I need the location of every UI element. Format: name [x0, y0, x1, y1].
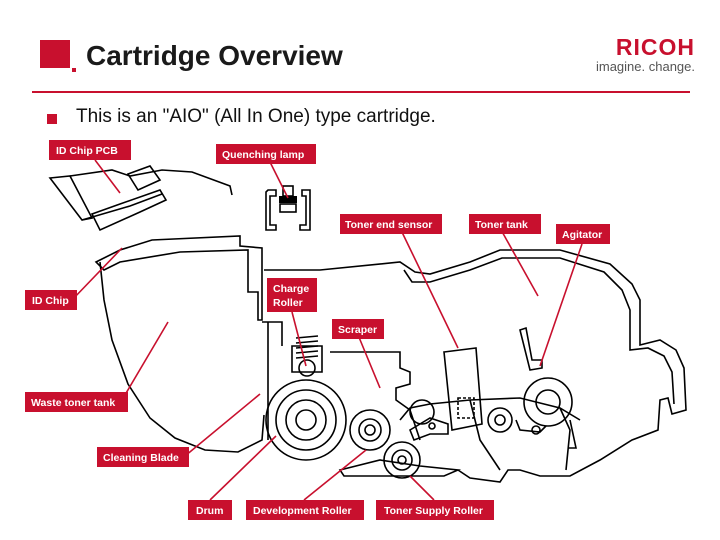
label-toner-tank: Toner tank [469, 214, 541, 234]
svg-text:Toner end sensor: Toner end sensor [345, 219, 432, 231]
label-quenching-lamp: Quenching lamp [216, 144, 316, 164]
label-charge-roller: Charge Roller [267, 278, 317, 312]
scraper-part [409, 399, 449, 442]
leader-id-chip [71, 247, 123, 301]
leader-cleaning-blade [184, 393, 261, 457]
bullet-text: This is an "AIO" (All In One) type cartr… [76, 106, 436, 127]
charge-roller-spring [291, 335, 323, 377]
svg-text:Toner tank: Toner tank [475, 219, 528, 231]
svg-text:ID Chip: ID Chip [32, 295, 69, 307]
title-accent-dot [72, 68, 76, 72]
label-waste-toner-tank: Waste toner tank [25, 392, 128, 412]
leader-toner-tank [499, 227, 539, 297]
label-id-chip-pcb: ID Chip PCB [49, 140, 131, 160]
logo-tagline: imagine. change. [595, 59, 695, 74]
svg-text:Development Roller: Development Roller [253, 505, 352, 517]
leader-scraper [355, 329, 381, 389]
development-roller-part [349, 409, 391, 451]
toner-end-sensor-part [443, 347, 513, 433]
leader-drum [209, 435, 277, 501]
leader-toner-supply-roller [409, 475, 435, 501]
leader-toner-end-sensor [399, 227, 459, 349]
svg-text:Charge: Charge [273, 283, 309, 295]
label-agitator: Agitator [556, 224, 610, 244]
bullet-square-icon [47, 114, 57, 124]
page-title: Cartridge Overview [86, 40, 343, 71]
leader-lines [71, 159, 583, 501]
label-id-chip: ID Chip [25, 290, 77, 310]
leader-id-chip-pcb [94, 159, 121, 194]
svg-text:Agitator: Agitator [562, 229, 602, 241]
leader-waste-toner-tank [121, 321, 169, 401]
drum-part [265, 379, 347, 461]
svg-text:Cleaning Blade: Cleaning Blade [103, 452, 179, 464]
leader-quenching-lamp [269, 161, 289, 199]
leader-agitator [539, 243, 583, 367]
label-cleaning-blade: Cleaning Blade [97, 447, 189, 467]
toner-supply-roller-part [383, 441, 421, 479]
svg-text:Scraper: Scraper [338, 324, 377, 336]
label-development-roller: Development Roller [246, 500, 364, 520]
svg-text:Roller: Roller [273, 297, 303, 309]
label-toner-end-sensor: Toner end sensor [340, 214, 442, 234]
svg-text:Quenching lamp: Quenching lamp [222, 149, 304, 161]
svg-text:Toner Supply Roller: Toner Supply Roller [384, 505, 483, 517]
quenching-lamp-part [265, 185, 311, 231]
id-chip-pcb-part [48, 165, 233, 232]
svg-text:Waste toner tank: Waste toner tank [31, 397, 115, 409]
svg-text:ID Chip PCB: ID Chip PCB [56, 145, 118, 157]
label-scraper: Scraper [332, 319, 384, 339]
title-accent-block [40, 40, 70, 68]
logo-brand: RICOH [615, 34, 695, 60]
svg-text:Drum: Drum [196, 505, 223, 517]
leader-charge-roller [291, 311, 307, 367]
ricoh-logo: RICOH imagine. change. [580, 34, 695, 74]
leader-development-roller [303, 449, 367, 501]
agitator-part [515, 326, 577, 449]
label-toner-supply-roller: Toner Supply Roller [376, 500, 494, 520]
label-drum: Drum [188, 500, 232, 520]
header-divider [32, 91, 690, 93]
